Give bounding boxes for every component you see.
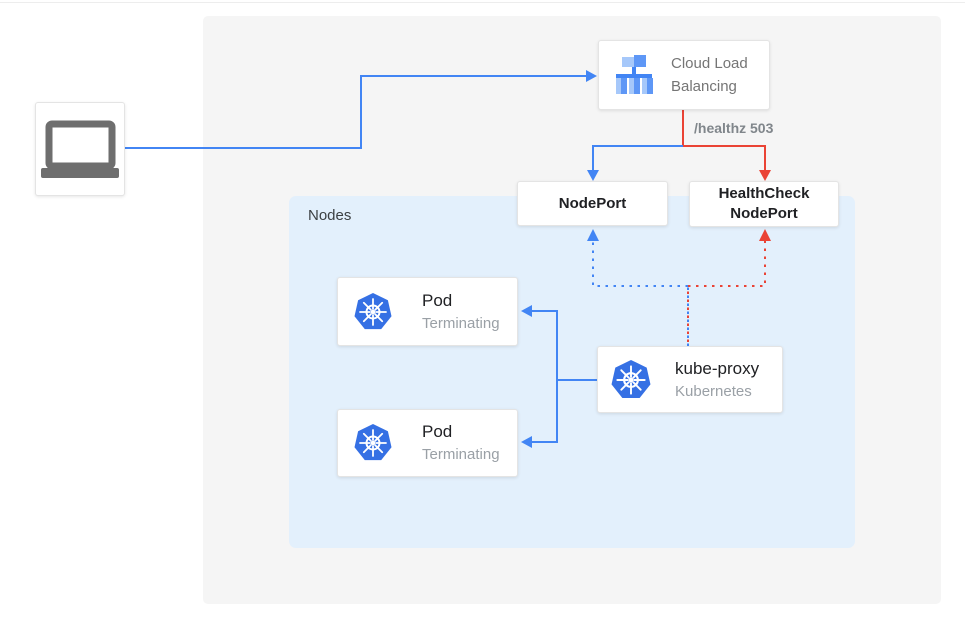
kube-proxy-title: kube-proxy xyxy=(675,358,760,378)
laptop-icon xyxy=(41,120,119,178)
kube-proxy-node: kube-proxy Kubernetes xyxy=(597,346,783,413)
cloud-load-balancing-node: Cloud Load Balancing xyxy=(598,40,770,110)
healthz-status-label: /healthz 503 xyxy=(694,120,774,136)
top-divider xyxy=(0,2,965,3)
kubernetes-icon xyxy=(354,424,392,461)
pod-1-title: Pod xyxy=(422,290,453,310)
cloud-load-balancing-label: Cloud Load Balancing xyxy=(671,55,748,95)
pod-1-status: Terminating xyxy=(422,314,500,332)
pod-1-node: Pod Terminating xyxy=(337,277,518,346)
nodes-group-label: Nodes xyxy=(308,207,352,224)
kubernetes-icon xyxy=(354,292,392,329)
client-node xyxy=(35,102,125,196)
healthcheck-nodeport-label: HealthCheck NodePort xyxy=(718,185,810,222)
kubernetes-icon xyxy=(611,359,651,398)
nodeport-label: NodePort xyxy=(558,194,627,212)
pod-2-title: Pod xyxy=(422,422,453,441)
kube-proxy-subtitle: Kubernetes xyxy=(675,382,752,400)
pod-2-node: Pod Terminating xyxy=(337,409,518,477)
pod-2-status: Terminating xyxy=(422,446,500,463)
healthcheck-nodeport-node: HealthCheck NodePort xyxy=(689,181,839,227)
nodeport-node: NodePort xyxy=(517,181,668,226)
load-balancer-icon xyxy=(616,55,653,94)
